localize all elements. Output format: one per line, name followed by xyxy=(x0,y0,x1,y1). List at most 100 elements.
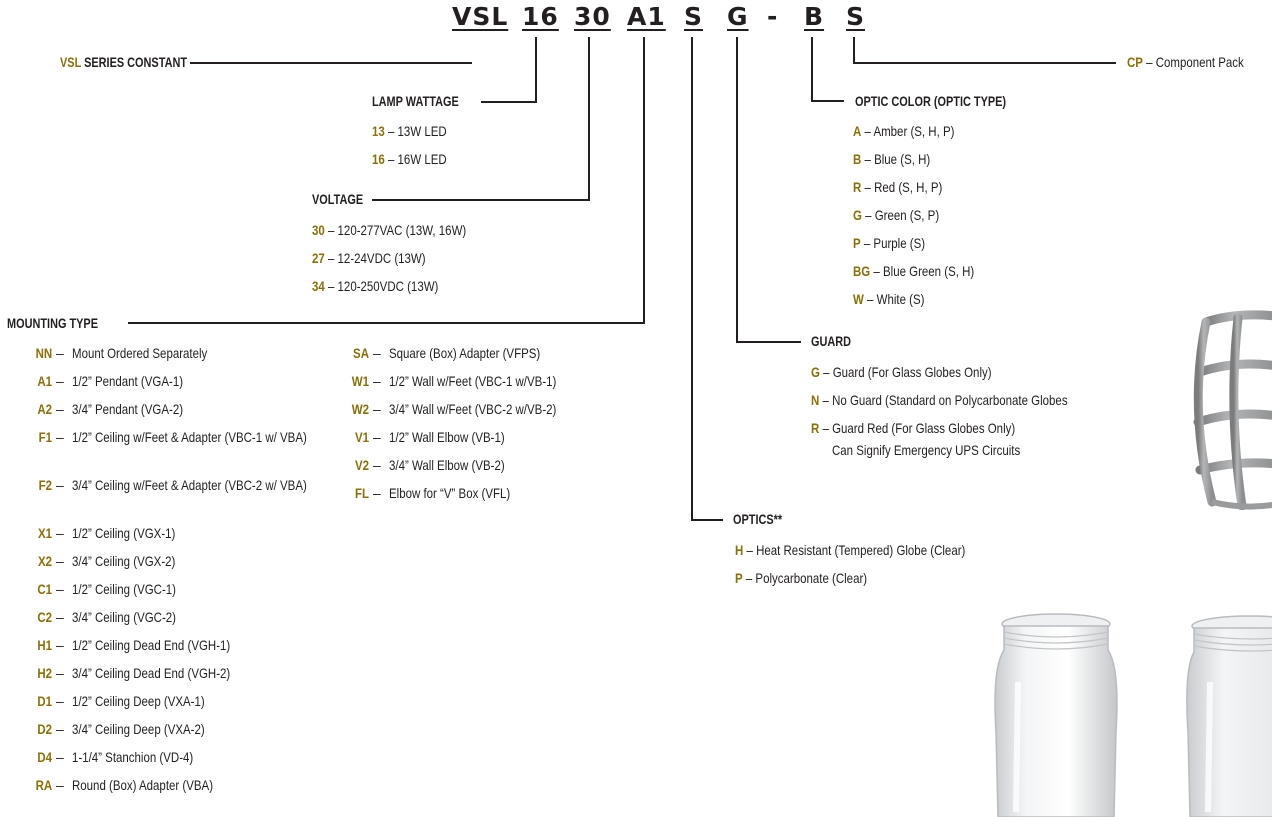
option-code: A xyxy=(853,123,862,139)
option-dash: – xyxy=(56,749,64,765)
code-mounting: A1 xyxy=(627,2,666,31)
option-dash: – xyxy=(56,777,64,793)
option-dash: – xyxy=(327,278,335,294)
option-desc: Heat Resistant (Tempered) Globe (Clear) xyxy=(756,542,966,558)
connector-guard-v xyxy=(736,37,738,343)
code-component-pack: S xyxy=(846,2,866,31)
option-dash: – xyxy=(373,485,381,501)
option-desc: 12-24VDC (13W) xyxy=(337,250,426,266)
option-dash: – xyxy=(867,291,874,307)
guard-option: N – No Guard (Standard on Polycarbonate … xyxy=(811,390,1068,410)
optic-color-option: P – Purple (S) xyxy=(853,233,925,253)
option-desc: 120-277VAC (13W, 16W) xyxy=(337,222,467,238)
option-code: W2 xyxy=(351,401,369,417)
connector-wattage-v xyxy=(535,37,537,102)
option-desc: 1/2” Ceiling (VGX-1) xyxy=(72,525,176,541)
option-desc: No Guard (Standard on Polycarbonate Glob… xyxy=(832,392,1068,408)
option-desc: Mount Ordered Separately xyxy=(72,345,208,361)
connector-series xyxy=(190,62,472,64)
connector-voltage-h xyxy=(372,199,590,201)
option-code: B xyxy=(853,151,862,167)
series-text: SERIES CONSTANT xyxy=(84,54,188,70)
optic-color-option: BG – Blue Green (S, H) xyxy=(853,261,974,281)
option-desc: 1/2” Ceiling Dead End (VGH-1) xyxy=(72,637,231,653)
option-dash: – xyxy=(56,525,64,541)
option-desc: Guard Red (For Glass Globes Only) xyxy=(832,420,1016,436)
option-desc: 3/4” Ceiling Dead End (VGH-2) xyxy=(72,665,231,681)
connector-cp-v xyxy=(853,37,855,63)
option-code: V2 xyxy=(354,457,369,473)
wattage-option: 13 – 13W LED xyxy=(372,121,447,141)
option-code: RA xyxy=(35,777,53,793)
optic-color-title: OPTIC COLOR (OPTIC TYPE) xyxy=(855,93,1007,109)
connector-optics-v xyxy=(691,37,693,521)
cp-code: CP xyxy=(1127,54,1143,70)
option-dash: – xyxy=(56,429,64,445)
option-desc: Red (S, H, P) xyxy=(874,179,943,195)
option-dash: – xyxy=(56,637,64,653)
code-voltage: 30 xyxy=(574,2,611,31)
option-desc: Round (Box) Adapter (VBA) xyxy=(72,777,214,793)
option-code: G xyxy=(853,207,862,223)
option-code: V1 xyxy=(354,429,369,445)
option-code: F1 xyxy=(38,429,52,445)
mounting-title: MOUNTING TYPE xyxy=(7,315,99,331)
option-desc: Blue (S, H) xyxy=(874,151,931,167)
option-desc: 3/4” Ceiling (VGX-2) xyxy=(72,553,176,569)
optics-option: H – Heat Resistant (Tempered) Globe (Cle… xyxy=(735,540,965,560)
option-desc: 3/4” Ceiling w/Feet & Adapter (VBC-2 w/ … xyxy=(72,477,307,493)
code-series: VSL xyxy=(452,2,509,31)
voltage-option: 30 – 120-277VAC (13W, 16W) xyxy=(312,220,466,240)
option-code: A2 xyxy=(37,401,52,417)
connector-voltage-v xyxy=(588,37,590,201)
option-desc: 13W LED xyxy=(397,123,447,139)
cp-desc: Component Pack xyxy=(1155,54,1244,70)
option-code: N xyxy=(811,392,820,408)
option-desc: 1/2” Wall Elbow (VB-1) xyxy=(389,429,505,445)
option-desc: 16W LED xyxy=(397,151,447,167)
option-dash: – xyxy=(56,721,64,737)
option-code: A1 xyxy=(37,373,52,389)
series-label: VSL SERIES CONSTANT xyxy=(60,54,187,70)
guard-option: G – Guard (For Glass Globes Only) xyxy=(811,362,992,382)
option-code: D1 xyxy=(37,693,52,709)
option-code: 13 xyxy=(372,123,385,139)
option-dash: – xyxy=(822,420,829,436)
optics-option: P – Polycarbonate (Clear) xyxy=(735,568,867,588)
option-dash: – xyxy=(56,401,64,417)
option-desc: 3/4” Ceiling (VGC-2) xyxy=(72,609,176,625)
optic-color-option: R – Red (S, H, P) xyxy=(853,177,942,197)
option-desc: 3/4” Wall w/Feet (VBC-2 w/VB-2) xyxy=(389,401,557,417)
option-dash: – xyxy=(387,151,395,167)
option-dash: – xyxy=(864,179,871,195)
optic-color-option: B – Blue (S, H) xyxy=(853,149,930,169)
option-code: 34 xyxy=(312,278,325,294)
option-dash: – xyxy=(56,373,64,389)
code-optics: S xyxy=(684,2,704,31)
guard-option-note: Can Signify Emergency UPS Circuits xyxy=(832,442,1021,458)
option-desc: White (S) xyxy=(876,291,925,307)
option-dash: – xyxy=(865,207,872,223)
option-desc: 3/4” Wall Elbow (VB-2) xyxy=(389,457,505,473)
option-code: F2 xyxy=(38,477,52,493)
option-code: W xyxy=(853,291,864,307)
option-dash: – xyxy=(56,477,64,493)
option-code: H1 xyxy=(37,637,52,653)
option-desc: 120-250VDC (13W) xyxy=(337,278,439,294)
option-dash: – xyxy=(373,345,381,361)
voltage-title: VOLTAGE xyxy=(312,191,364,207)
connector-wattage-h xyxy=(481,101,537,103)
option-code: R xyxy=(853,179,862,195)
option-desc: 1/2” Ceiling Deep (VXA-1) xyxy=(72,693,205,709)
option-dash: – xyxy=(56,693,64,709)
connector-cp-h xyxy=(853,62,1116,64)
polycarbonate-globe-image xyxy=(1186,615,1272,817)
option-code: BG xyxy=(853,263,871,279)
option-desc: Purple (S) xyxy=(873,235,926,251)
option-desc: 1/2” Ceiling w/Feet & Adapter (VBC-1 w/ … xyxy=(72,429,307,445)
connector-color-v xyxy=(811,37,813,102)
option-code: H2 xyxy=(37,665,52,681)
option-code: P xyxy=(853,235,861,251)
cp-dash: – xyxy=(1146,54,1153,70)
code-optic-color: B xyxy=(804,2,825,31)
